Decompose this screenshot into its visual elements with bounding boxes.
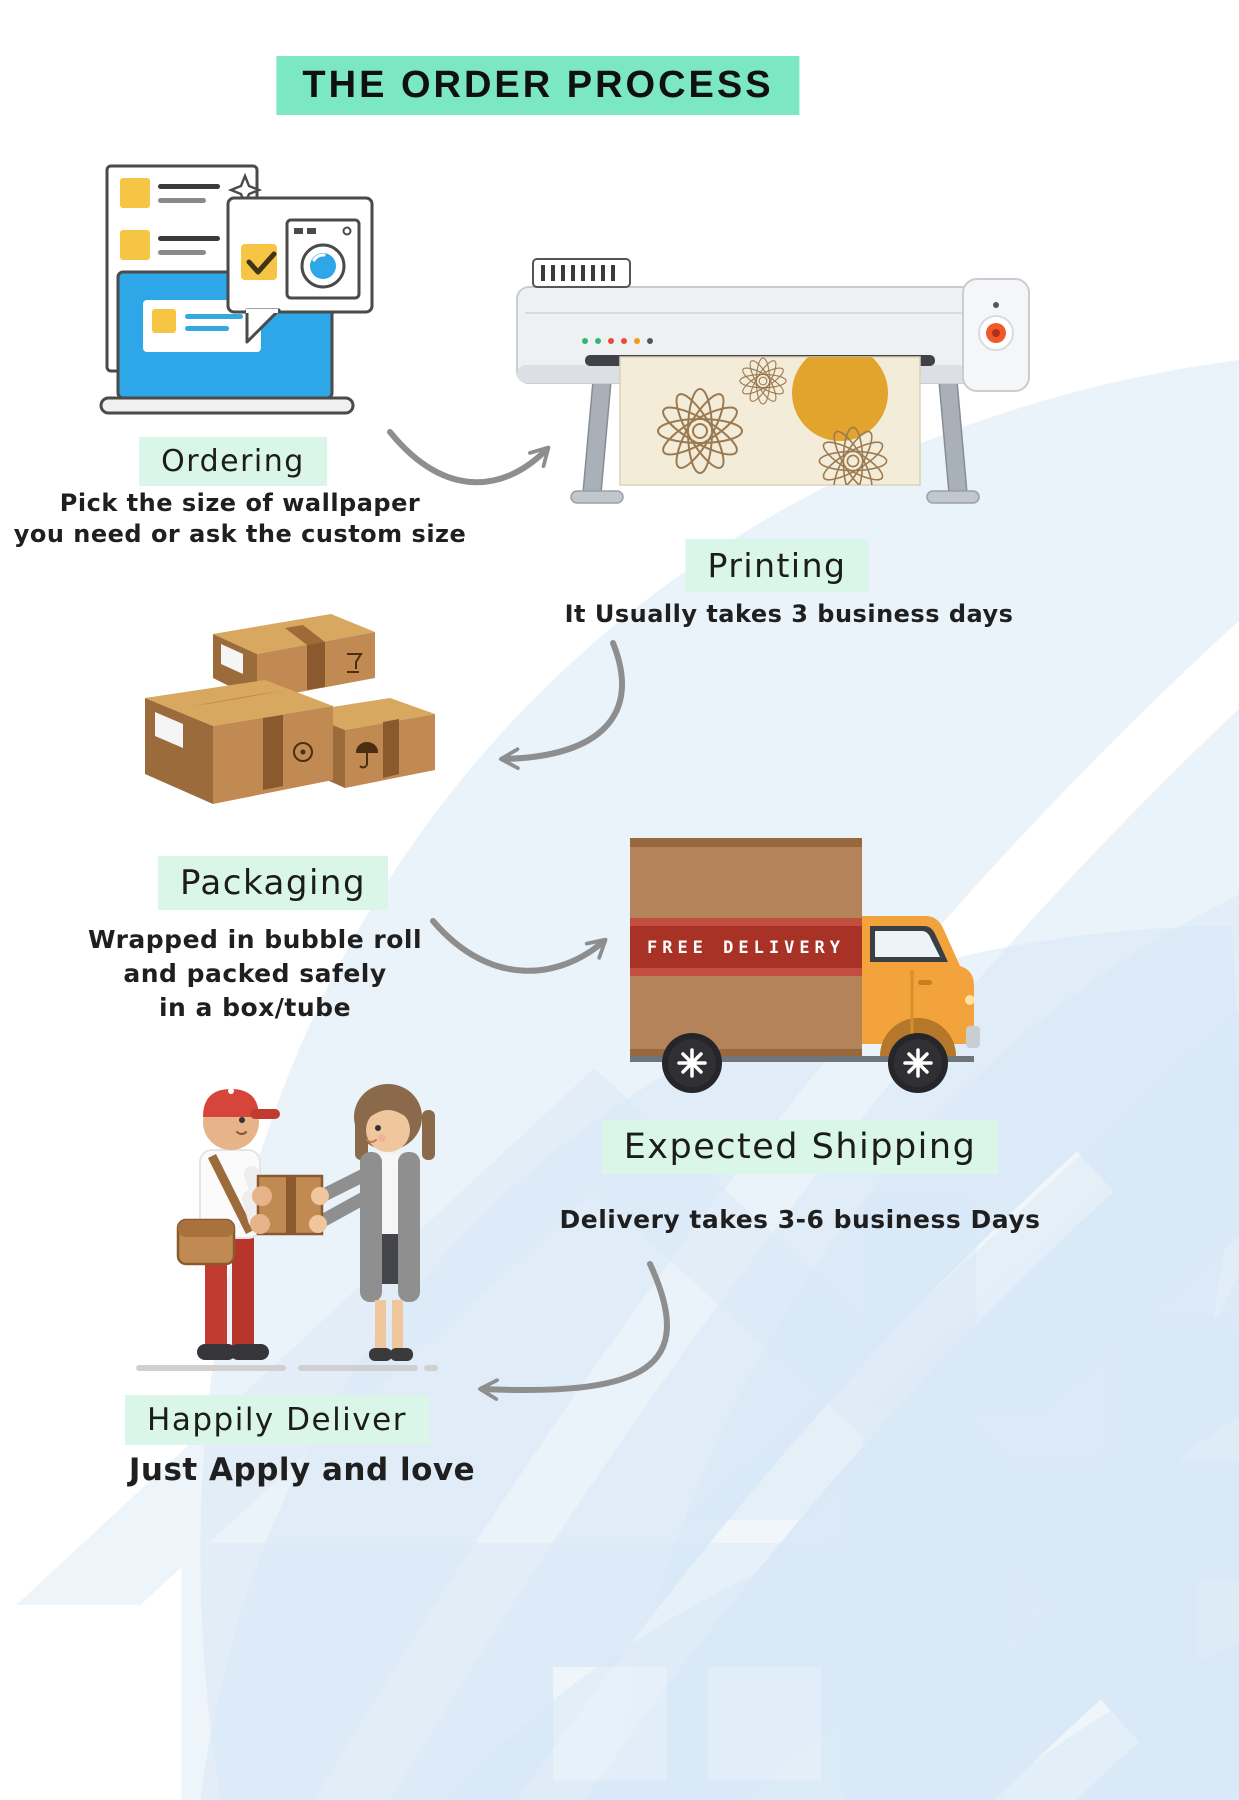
- leaf-watermark: [1226, 1065, 1239, 1800]
- step-label-shipping: Expected Shipping: [601, 1120, 999, 1174]
- free-delivery-banner: FREE DELIVERY: [630, 918, 862, 976]
- desc-line: and packed safely: [123, 959, 387, 988]
- step-desc-deliver: Just Apply and love: [129, 1452, 475, 1488]
- leaf-watermark: [314, 1579, 1239, 1800]
- leaf-watermark: [743, 1161, 1239, 1800]
- free-delivery-text: FREE DELIVERY: [647, 938, 845, 958]
- house-watermark: [975, 979, 1239, 1800]
- desc-line: you need or ask the custom size: [13, 520, 467, 548]
- arrow-shipping-to-deliver: [478, 1261, 670, 1401]
- confirmation-bubble: [226, 196, 374, 344]
- desc-line: It Usually takes 3 business days: [564, 600, 1014, 628]
- headlight: [965, 995, 975, 1005]
- step-label-printing: Printing: [685, 539, 869, 592]
- packages-illustration: [145, 614, 435, 804]
- package-handoff-illustration: [136, 1084, 438, 1371]
- leaf-watermark: [175, 1464, 1239, 1800]
- front-bumper: [966, 1026, 980, 1048]
- printer-power-button: [978, 315, 1014, 351]
- package-box-front: [145, 680, 333, 804]
- arrow-printing-to-packaging: [499, 640, 625, 771]
- step-label-deliver: Happily Deliver: [125, 1395, 429, 1445]
- step-desc-printing: It Usually takes 3 business days: [565, 600, 1014, 628]
- sun-motif: [792, 357, 888, 441]
- step-desc-shipping: Delivery takes 3-6 business Days: [559, 1205, 1040, 1234]
- printer-illustration: [516, 258, 1030, 504]
- checkbox-icon: [241, 244, 277, 280]
- washing-machine-icon: [285, 218, 361, 300]
- desc-line: Wrapped in bubble roll: [87, 925, 423, 954]
- printer-status-lights: [582, 338, 653, 344]
- desc-line: Pick the size of wallpaper: [59, 489, 421, 517]
- receiving-woman: [317, 1084, 435, 1361]
- step-label-packaging: Packaging: [157, 856, 389, 910]
- ground-line: [136, 1365, 438, 1371]
- leaf-watermark: [722, 1750, 1239, 1800]
- printer-grille: [532, 258, 631, 288]
- delivery-truck-illustration: FREE DELIVERY: [630, 838, 980, 1095]
- ordering-illustration: [99, 164, 374, 415]
- leaf-watermark: [1159, 847, 1239, 1800]
- step-label-ordering: Ordering: [139, 437, 327, 486]
- step-desc-packaging: Wrapped in bubble roll and packed safely…: [88, 923, 422, 1025]
- house-watermark: [862, 605, 1239, 1800]
- desc-line: Just Apply and love: [128, 1452, 476, 1488]
- arrow-packaging-to-shipping: [430, 918, 608, 974]
- desc-line: Delivery takes 3-6 business Days: [559, 1205, 1041, 1234]
- desc-line: in a box/tube: [158, 993, 352, 1022]
- truck-front-wheel: [886, 1031, 950, 1095]
- printed-wallpaper-sheet: [619, 356, 921, 486]
- page-title: THE ORDER PROCESS: [276, 56, 800, 115]
- step-desc-ordering: Pick the size of wallpaper you need or a…: [14, 488, 467, 550]
- truck-rear-wheel: [660, 1031, 724, 1095]
